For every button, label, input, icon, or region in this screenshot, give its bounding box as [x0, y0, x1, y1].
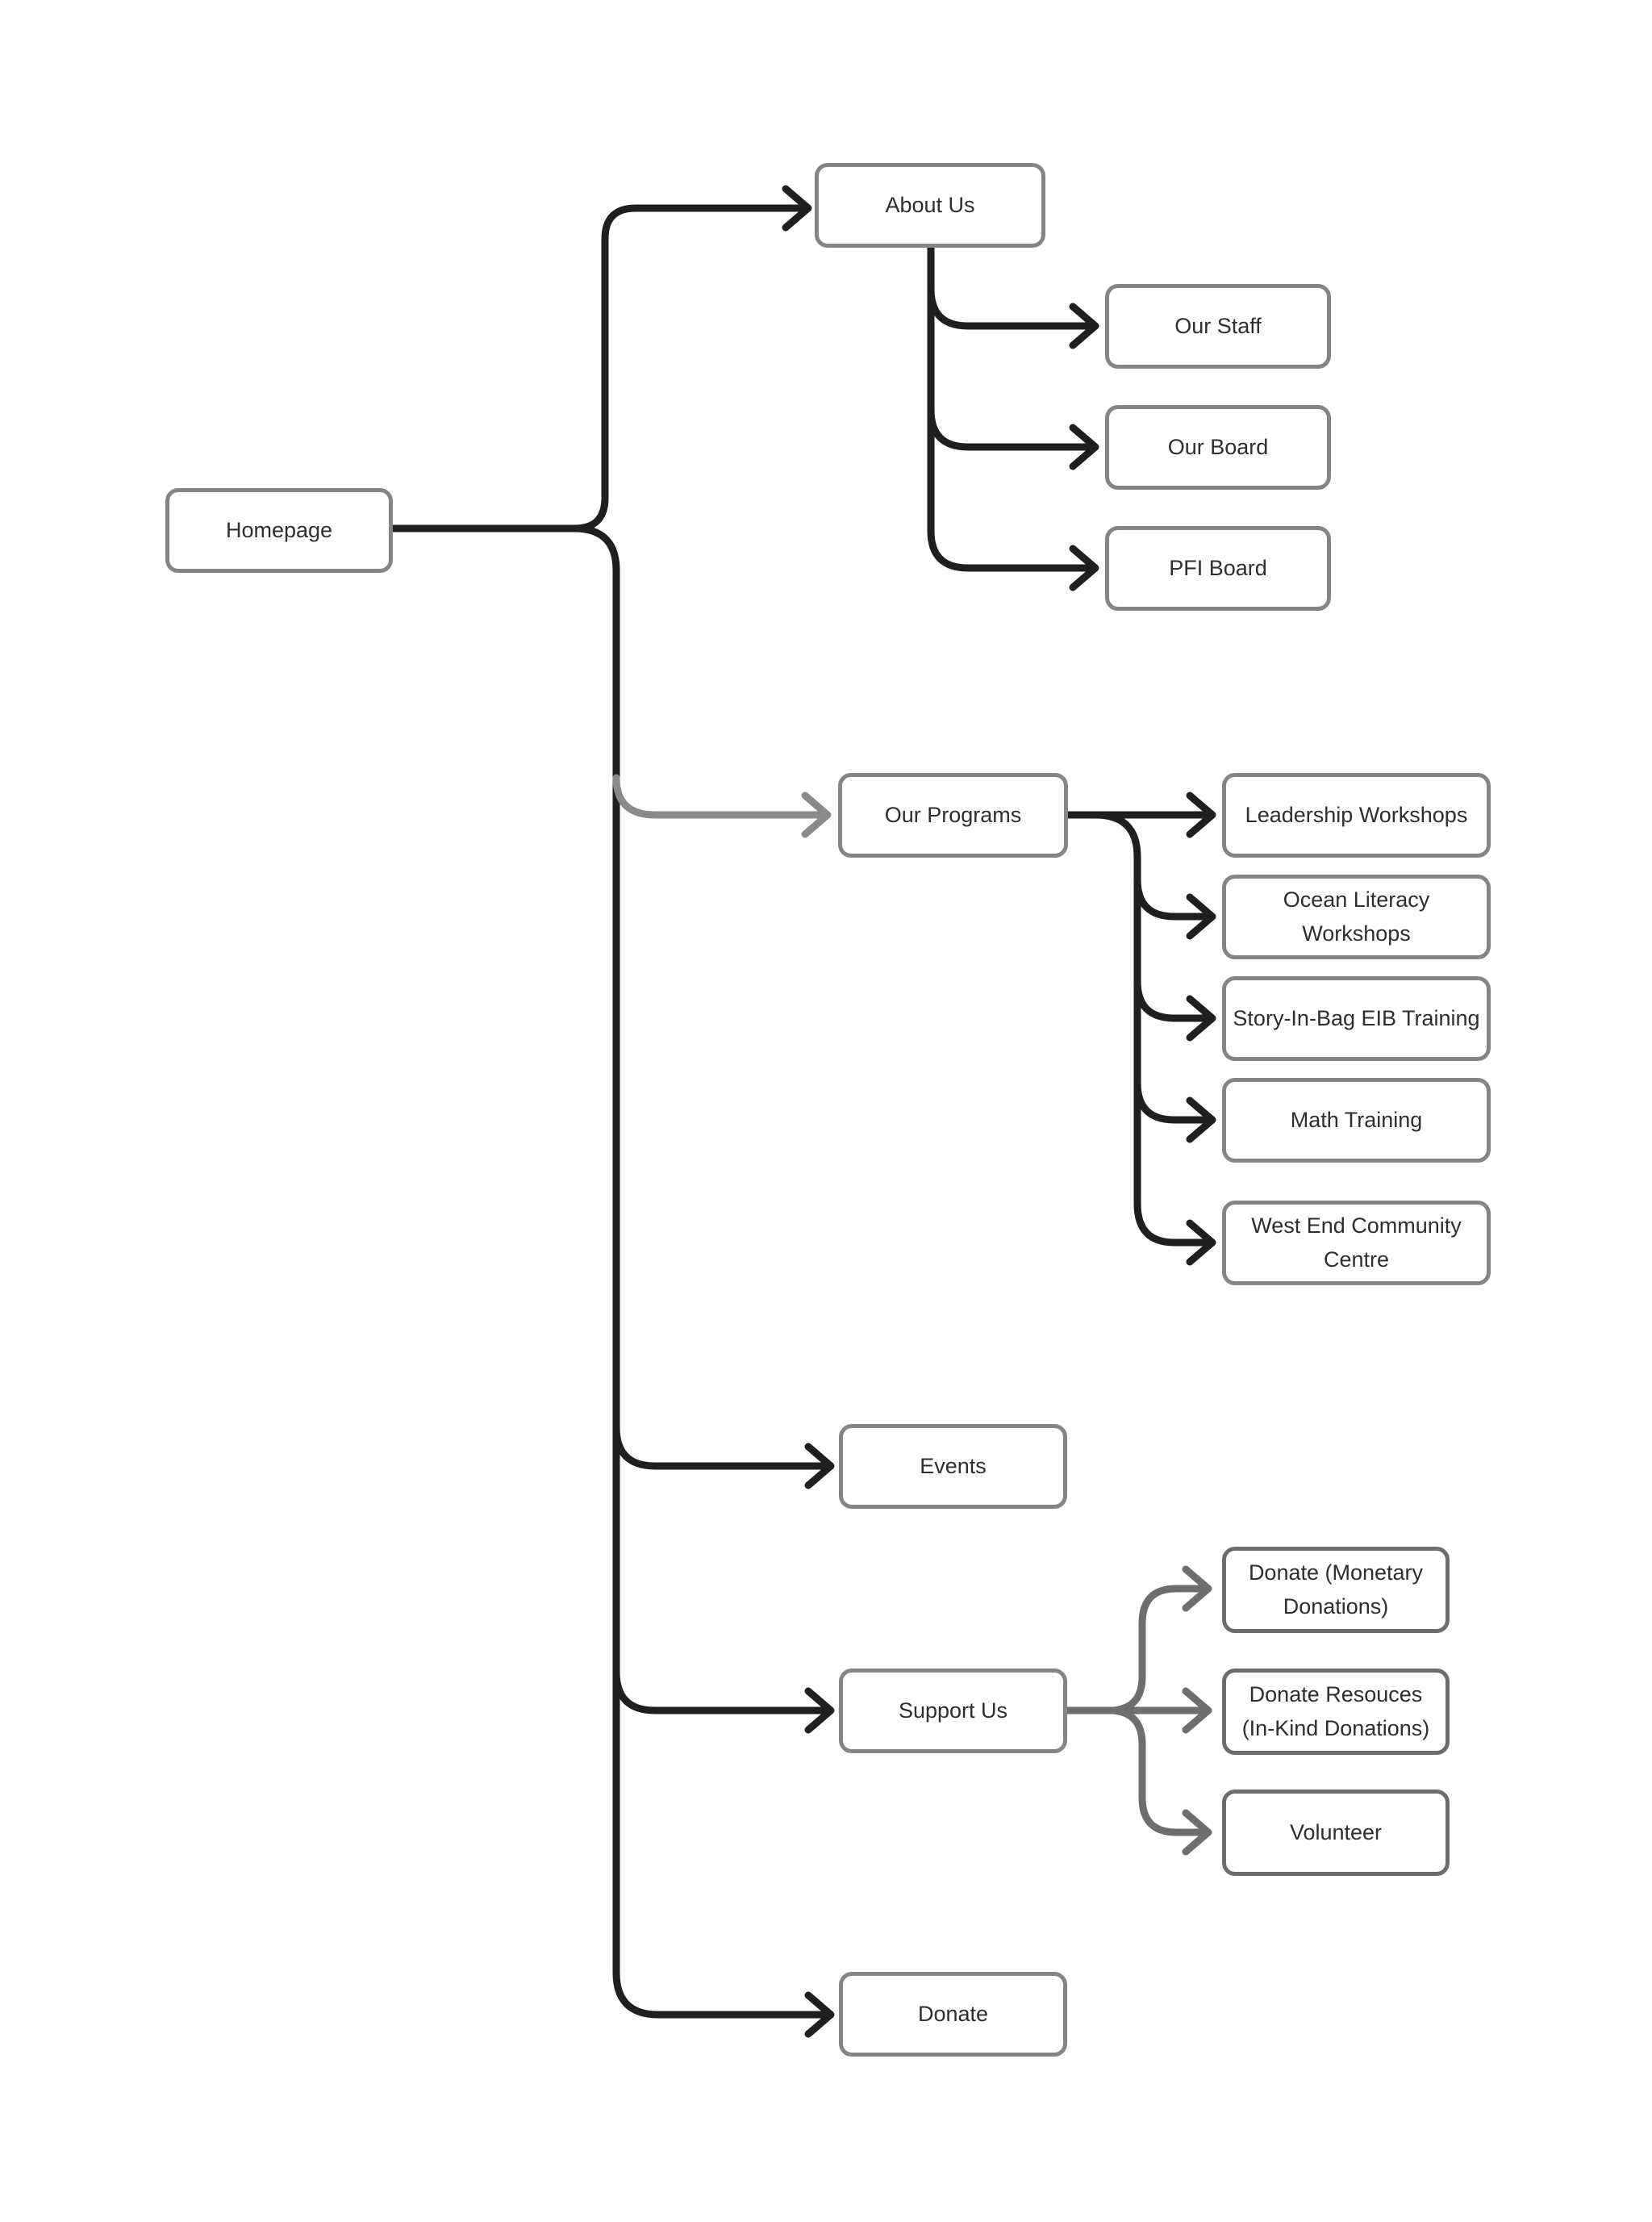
node-homepage[interactable]: Homepage: [165, 488, 393, 573]
edge-aboutus-pfiboard: [927, 527, 1096, 572]
node-label: Our Board: [1167, 434, 1269, 459]
node-label: Story-In-Bag EIB Training: [1233, 1005, 1480, 1030]
arrowhead-leadership: [1186, 791, 1216, 838]
node-label: Leadership Workshops: [1245, 802, 1468, 827]
arrowhead-donate: [804, 1991, 835, 2038]
node-label: Support Us: [898, 1698, 1008, 1723]
node-label: Homepage: [225, 517, 333, 542]
arrowhead-programs: [801, 791, 832, 838]
edge-programs-story: [1133, 977, 1213, 1022]
edge-homepage-downtrunk: [570, 524, 832, 2019]
node-donate[interactable]: Donate: [839, 1972, 1067, 2057]
arrowhead-donatemonetary: [1182, 1565, 1212, 1612]
edge-programs-westend: [1133, 1200, 1213, 1247]
node-our-board[interactable]: Our Board: [1105, 405, 1331, 490]
node-our-programs[interactable]: Our Programs: [838, 773, 1068, 858]
edge-aboutus-ourstaff: [927, 285, 1096, 330]
arrowhead-supportus: [804, 1687, 835, 1734]
arrowhead-events: [804, 1443, 835, 1489]
arrowhead-westend: [1186, 1219, 1216, 1266]
arrowhead-ocean: [1186, 893, 1216, 940]
node-label: About Us: [885, 192, 975, 217]
node-story-in-bag-eib-training[interactable]: Story-In-Bag EIB Training: [1222, 976, 1491, 1061]
edge-homepage-programs: [612, 774, 828, 819]
edge-homepage-supportus: [612, 1668, 832, 1715]
edge-support-volunteer: [1109, 1706, 1209, 1836]
arrowhead-pfiboard: [1069, 545, 1099, 591]
node-about-us[interactable]: About Us: [815, 163, 1045, 248]
node-support-us[interactable]: Support Us: [839, 1669, 1067, 1753]
node-donate-resources[interactable]: Donate Resouces (In-Kind Donations): [1222, 1669, 1450, 1755]
node-our-staff[interactable]: Our Staff: [1105, 284, 1331, 369]
node-label: Our Programs: [884, 802, 1022, 827]
node-ocean-literacy-workshops[interactable]: Ocean Literacy Workshops: [1222, 875, 1491, 959]
arrowhead-math: [1186, 1096, 1216, 1143]
node-volunteer[interactable]: Volunteer: [1222, 1790, 1450, 1876]
edge-programs-math: [1133, 1079, 1213, 1124]
edge-aboutus-ourboard: [927, 406, 1096, 451]
node-label: Math Training: [1290, 1107, 1423, 1132]
edge-homepage-events: [612, 1423, 832, 1470]
node-events[interactable]: Events: [839, 1424, 1067, 1509]
arrowhead-volunteer: [1182, 1809, 1212, 1856]
edge-programs-drop: [1091, 811, 1141, 1208]
node-label: Ocean Literacy Workshops: [1283, 887, 1430, 946]
node-leadership-workshops[interactable]: Leadership Workshops: [1222, 773, 1491, 858]
edge-programs-ocean: [1133, 875, 1213, 921]
node-pfi-board[interactable]: PFI Board: [1105, 526, 1331, 611]
node-label: Donate Resouces (In-Kind Donations): [1241, 1681, 1430, 1740]
node-donate-monetary[interactable]: Donate (Monetary Donations): [1222, 1547, 1450, 1633]
arrowhead-aboutus: [782, 185, 812, 232]
node-label: Donate (Monetary Donations): [1248, 1560, 1424, 1618]
arrowhead-story: [1186, 995, 1216, 1042]
edge-support-donatemonetary: [1109, 1585, 1209, 1715]
arrowhead-ourboard: [1069, 424, 1099, 470]
edge-homepage-aboutus: [570, 204, 809, 533]
node-label: West End Community Centre: [1251, 1213, 1462, 1272]
node-math-training[interactable]: Math Training: [1222, 1078, 1491, 1163]
node-label: Volunteer: [1289, 1819, 1383, 1844]
node-label: PFI Board: [1169, 555, 1267, 580]
node-west-end-community-centre[interactable]: West End Community Centre: [1222, 1201, 1491, 1285]
arrowhead-donateresources: [1182, 1687, 1212, 1734]
node-label: Donate: [917, 2001, 989, 2026]
node-label: Our Staff: [1174, 313, 1262, 338]
arrowhead-ourstaff: [1069, 303, 1099, 349]
node-label: Events: [920, 1453, 987, 1478]
